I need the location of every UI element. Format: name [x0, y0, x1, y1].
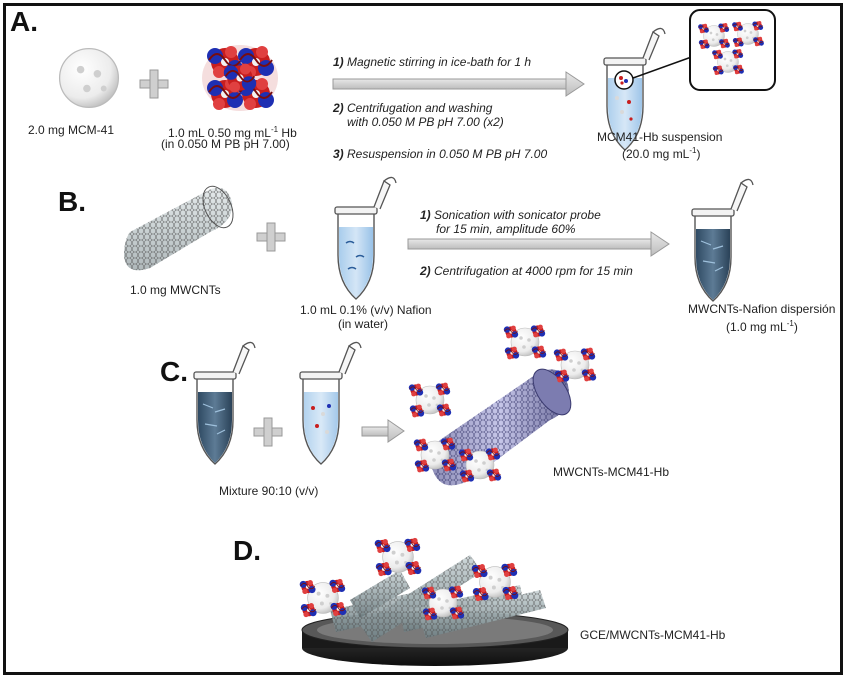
- step-b-1: 1) Sonication with sonicator probe: [420, 208, 601, 222]
- nafion-solvent: (in water): [338, 317, 389, 331]
- mwcnt-nafion-tube-icon: [691, 178, 754, 302]
- hemoglobin-icon: [202, 45, 278, 111]
- suspension-tube-icon: [299, 341, 362, 465]
- process-arrow-c: [361, 419, 405, 443]
- composite-icon: [409, 325, 596, 486]
- plus-icon-c: [253, 417, 283, 447]
- figure-frame: [3, 3, 843, 675]
- zoom-line: [632, 54, 698, 79]
- mcm41-hb-product-label: MCM41-Hb suspension: [597, 130, 723, 144]
- zoom-box: [689, 9, 776, 91]
- step-b-1-cont: for 15 min, amplitude 60%: [436, 222, 576, 236]
- process-arrow-a: [332, 71, 585, 97]
- plus-icon-b: [256, 222, 286, 252]
- step-a-3: 3) Resuspension in 0.050 M PB pH 7.00: [333, 147, 548, 161]
- process-arrow-b: [407, 231, 670, 257]
- mcm41-hb-concentration: (20.0 mg mL-1): [622, 146, 701, 161]
- step-a-2: 2) Centrifugation and washing: [333, 101, 493, 115]
- composite-label: MWCNTs-MCM41-Hb: [553, 465, 669, 479]
- mcm41-sphere-icon: [58, 47, 120, 109]
- hb-label: 1.0 mL 0.50 mg mL-1 Hb: [168, 125, 297, 140]
- mwcnt-nafion-concentration: (1.0 mg mL-1): [726, 319, 798, 334]
- nafion-tube-icon: [334, 176, 397, 300]
- plus-icon: [139, 69, 169, 99]
- step-a-1: 1) Magnetic stirring in ice-bath for 1 h: [333, 55, 532, 69]
- mwcnt-label: 1.0 mg MWCNTs: [130, 283, 221, 297]
- electrode-label: GCE/MWCNTs-MCM41-Hb: [580, 628, 726, 642]
- step-a-2-cont: with 0.050 M PB pH 7.00 (x2): [347, 115, 504, 129]
- mcm41-label: 2.0 mg MCM-41: [28, 123, 115, 137]
- section-c-letter: C.: [160, 356, 188, 387]
- mixture-label: Mixture 90:10 (v/v): [219, 484, 319, 498]
- mwcnt-nafion-product-label: MWCNTs-Nafion dispersión: [688, 302, 836, 316]
- section-d-letter: D.: [233, 535, 261, 566]
- mcm41-hb-tube-icon: [603, 27, 666, 151]
- hb-label-buffer: (in 0.050 M PB pH 7.00): [161, 137, 290, 151]
- step-b-2: 2) Centrifugation at 4000 rpm for 15 min: [420, 264, 633, 278]
- mwcnt-icon: [124, 185, 234, 271]
- section-a-letter: A.: [10, 6, 38, 37]
- section-b-letter: B.: [58, 186, 86, 217]
- dispersion-tube-icon: [193, 341, 256, 465]
- electrode-icon: [300, 538, 569, 666]
- nafion-label: 1.0 mL 0.1% (v/v) Nafion: [300, 303, 432, 317]
